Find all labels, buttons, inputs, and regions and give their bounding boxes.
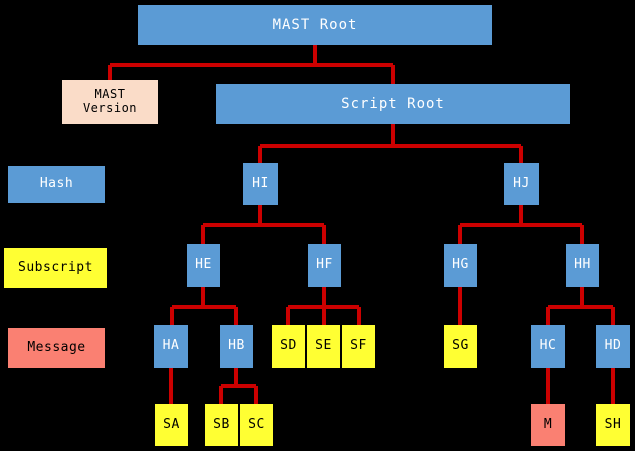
node-hc[interactable]: HC: [531, 325, 565, 368]
node-sb[interactable]: SB: [205, 404, 238, 446]
edge-hi-branch: [201, 205, 326, 244]
node-hb[interactable]: HB: [220, 325, 253, 368]
node-script-root[interactable]: Script Root: [216, 84, 570, 124]
edge-he-branch: [170, 287, 238, 325]
node-sc[interactable]: SC: [240, 404, 273, 446]
node-sf[interactable]: SF: [342, 325, 375, 368]
node-hg[interactable]: HG: [444, 244, 477, 287]
node-se[interactable]: SE: [307, 325, 340, 368]
edge-hh-branch: [546, 287, 615, 325]
edge-hb-branch: [219, 368, 258, 404]
node-sh[interactable]: SH: [596, 404, 630, 446]
node-he[interactable]: HE: [187, 244, 220, 287]
node-hi[interactable]: HI: [243, 163, 278, 205]
edge-mastroot-branch: [108, 45, 395, 84]
node-hf[interactable]: HF: [308, 244, 341, 287]
node-ha[interactable]: HA: [154, 325, 188, 368]
node-mast-root[interactable]: MAST Root: [138, 5, 492, 45]
node-m[interactable]: M: [531, 404, 565, 446]
legend-item-subscript: Subscript: [4, 248, 107, 288]
edge-hf-branch: [286, 287, 361, 325]
node-mast-version[interactable]: MAST Version: [62, 80, 158, 124]
node-hj[interactable]: HJ: [504, 163, 539, 205]
edge-scriptroot-branch: [258, 124, 523, 163]
edge-hj-branch: [458, 205, 584, 244]
legend-item-hash: Hash: [8, 166, 105, 203]
node-hh[interactable]: HH: [566, 244, 599, 287]
node-hd[interactable]: HD: [596, 325, 630, 368]
legend-item-message: Message: [8, 328, 105, 368]
node-sd[interactable]: SD: [272, 325, 305, 368]
node-sa[interactable]: SA: [155, 404, 188, 446]
node-sg[interactable]: SG: [444, 325, 477, 368]
